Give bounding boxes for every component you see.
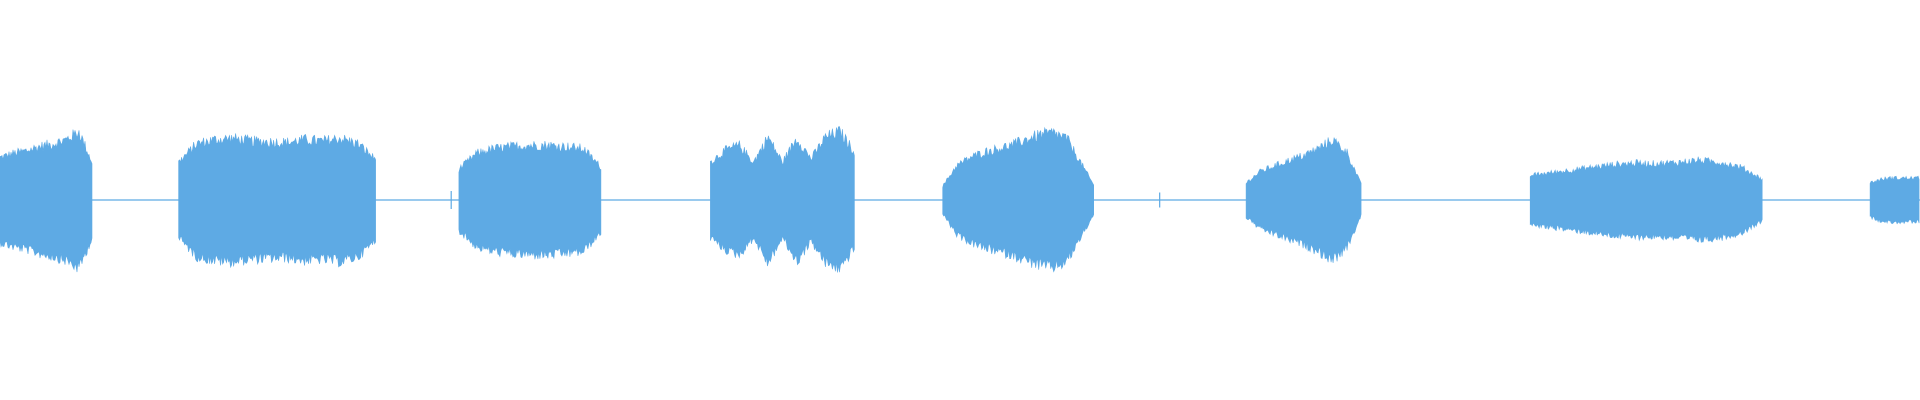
waveform-segment-3 [458, 141, 602, 260]
waveform-segment-1 [0, 129, 93, 273]
waveform-segment-5 [942, 126, 1094, 273]
waveform-segment-8 [1869, 175, 1920, 225]
waveform-segment-7 [1529, 156, 1763, 243]
waveform-segment-6 [1245, 137, 1362, 263]
waveform-segments [0, 126, 1920, 273]
waveform-segment-2 [178, 133, 376, 269]
waveform-segment-4 [710, 126, 855, 273]
waveform-blips [450, 191, 1161, 209]
